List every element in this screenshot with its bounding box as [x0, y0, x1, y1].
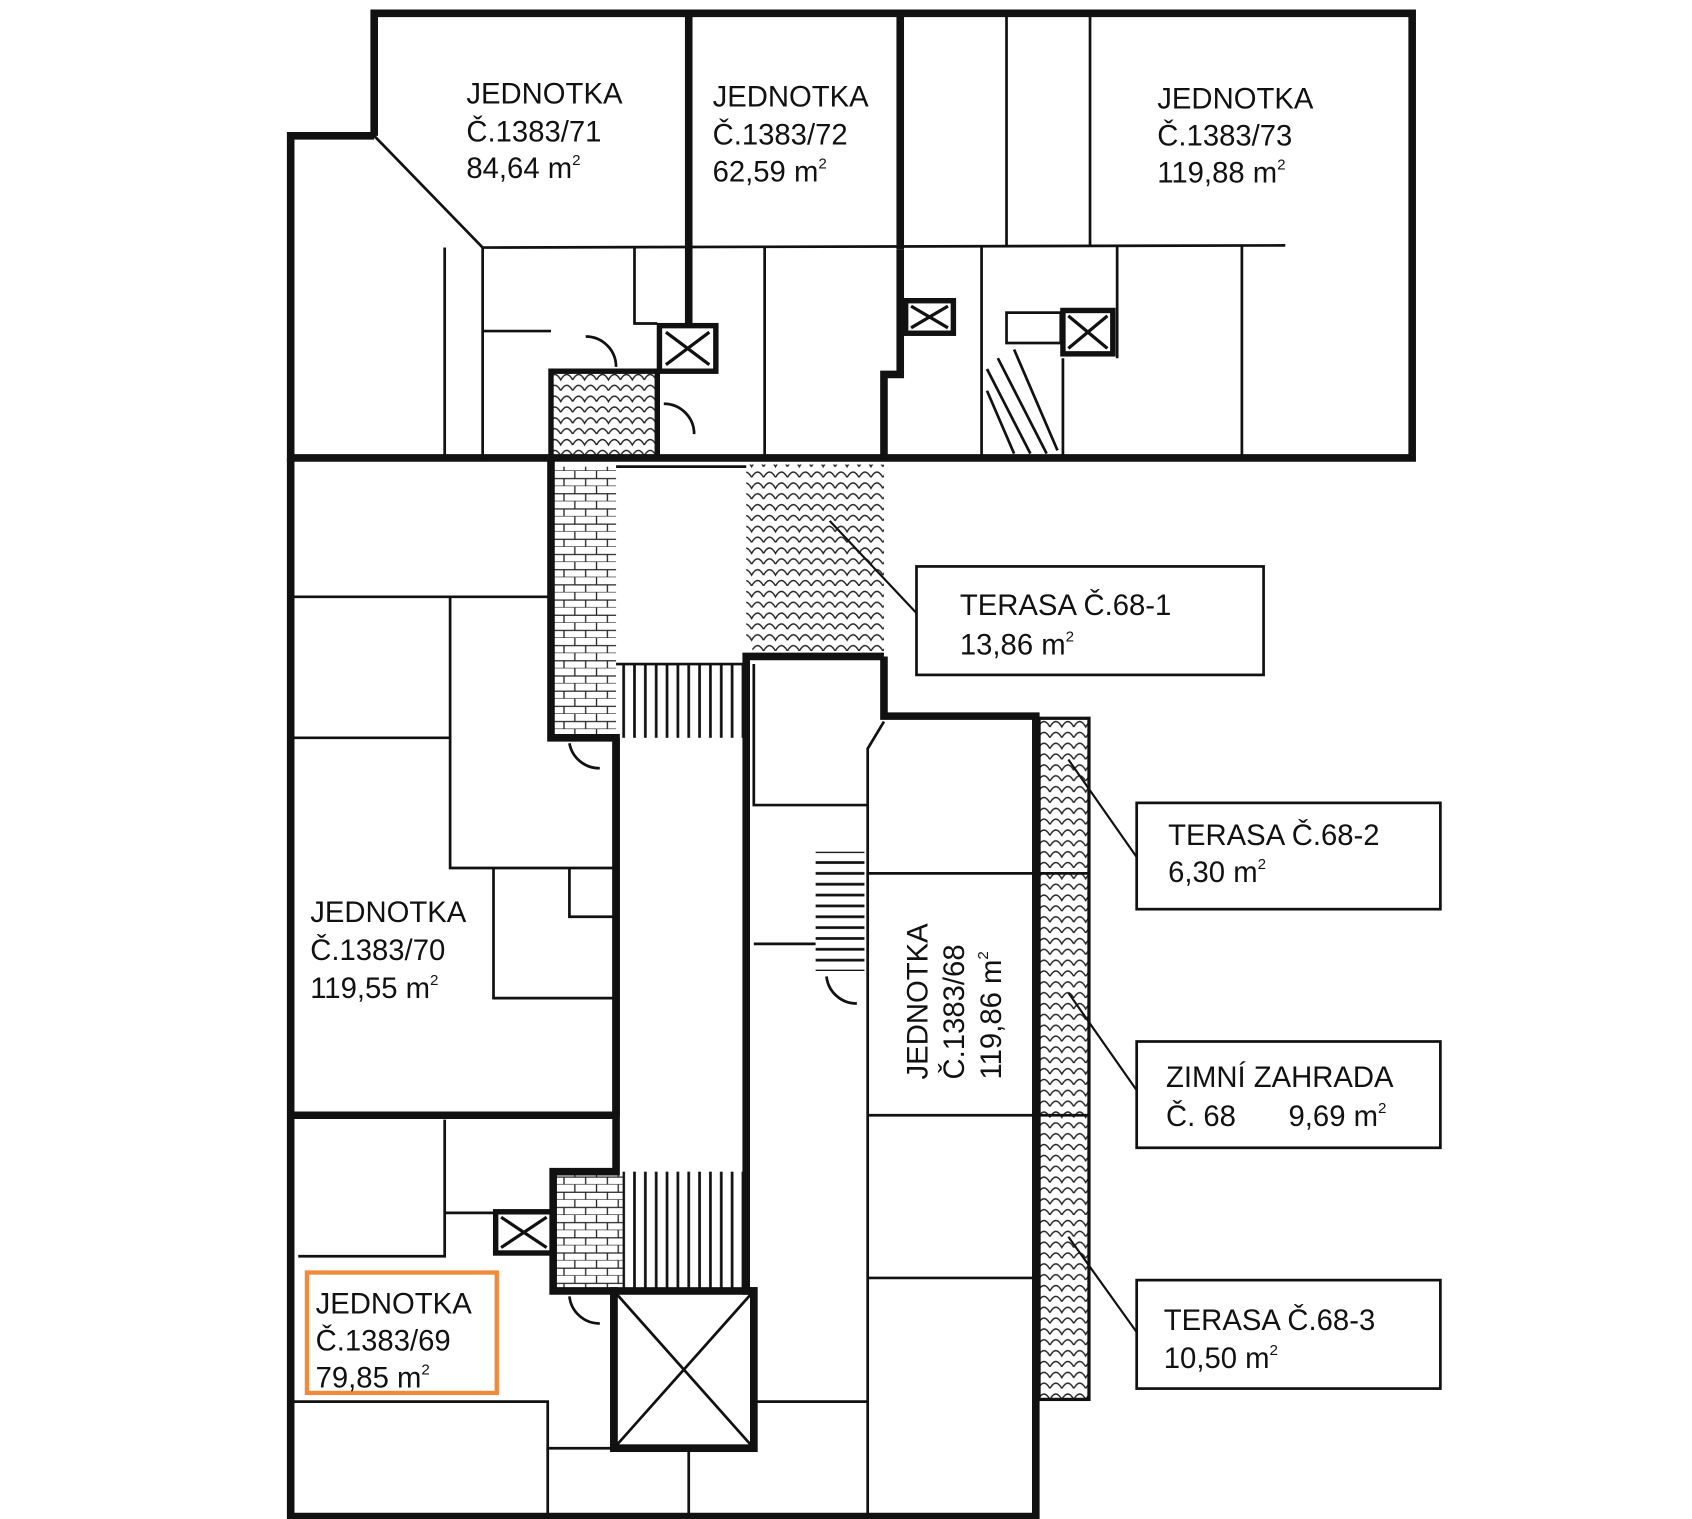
unit-name: JEDNOTKA [713, 81, 870, 114]
unit-label-73: JEDNOTKA Č.1383/73 119,88 m2 [1157, 83, 1314, 190]
unit-area-sup: 2 [430, 972, 438, 989]
unit-label-70: JEDNOTKA Č.1383/70 119,55 m2 [310, 896, 467, 1005]
shaft-icon [492, 1209, 555, 1256]
callout-name: TERASA Č.68-1 [960, 588, 1171, 622]
unit-area: 84,64 m [466, 152, 572, 185]
unit-name: JEDNOTKA [310, 896, 467, 929]
callout-name: ZIMNÍ ZAHRADA [1166, 1061, 1394, 1094]
callout-terasa-68-1: TERASA Č.68-1 13,86 m2 [960, 588, 1171, 661]
unit-number: Č.1383/69 [316, 1324, 451, 1358]
callout-terasa-68-2: TERASA Č.68-2 6,30 m2 [1168, 818, 1379, 889]
unit-name: JEDNOTKA [466, 77, 623, 110]
svg-text:119,88 m2: 119,88 m2 [1157, 156, 1285, 189]
svg-text:13,86 m2: 13,86 m2 [960, 628, 1074, 661]
callout-area-sup: 2 [1270, 1342, 1278, 1359]
callout-name: TERASA Č.68-3 [1164, 1303, 1375, 1337]
unit-label-69: JEDNOTKA Č.1383/69 79,85 m2 [316, 1288, 473, 1395]
callout-number: Č. 68 [1166, 1099, 1236, 1133]
svg-text:9,69 m2: 9,69 m2 [1289, 1100, 1387, 1133]
shaft-icon [656, 322, 719, 374]
svg-text:119,55 m2: 119,55 m2 [310, 972, 438, 1005]
callout-area: 9,69 m [1289, 1100, 1378, 1133]
svg-text:119,86 m2: 119,86 m2 [975, 951, 1008, 1079]
unit-label-72: JEDNOTKA Č.1383/72 62,59 m2 [713, 81, 870, 189]
callout-area: 10,50 m [1164, 1342, 1270, 1375]
unit-area: 79,85 m [316, 1361, 422, 1394]
unit-number: Č.1383/71 [466, 114, 601, 148]
partitions [290, 16, 1286, 1517]
callout-name: TERASA Č.68-2 [1168, 818, 1379, 852]
callout-area-sup: 2 [1066, 628, 1074, 645]
unit-area: 62,59 m [713, 155, 819, 188]
callout-area-sup: 2 [1258, 856, 1266, 873]
callout-area-sup: 2 [1378, 1100, 1386, 1117]
callout-zimni-zahrada: ZIMNÍ ZAHRADA Č. 68 9,69 m2 [1166, 1061, 1394, 1133]
hatched-areas [548, 368, 1091, 1402]
shaft-icons [492, 297, 1116, 1256]
callout-boxes [915, 565, 1442, 1390]
unit-area: 119,86 m [975, 960, 1008, 1080]
svg-text:6,30 m2: 6,30 m2 [1168, 856, 1266, 889]
callout-area: 6,30 m [1168, 856, 1257, 889]
unit-number: Č.1383/68 [937, 944, 971, 1079]
unit-area: 119,55 m [310, 972, 430, 1005]
svg-text:84,64 m2: 84,64 m2 [466, 152, 580, 185]
unit-area-sup: 2 [572, 152, 580, 169]
callout-terasa-68-3: TERASA Č.68-3 10,50 m2 [1164, 1303, 1375, 1375]
shaft-icon [1060, 307, 1116, 357]
callout-area: 13,86 m [960, 628, 1066, 661]
unit-name: JEDNOTKA [316, 1288, 473, 1321]
highlight-box [304, 1270, 499, 1396]
unit-label-71: JEDNOTKA Č.1383/71 84,64 m2 [466, 77, 623, 185]
unit-area: 119,88 m [1157, 156, 1277, 189]
svg-text:79,85 m2: 79,85 m2 [316, 1361, 430, 1394]
svg-text:62,59 m2: 62,59 m2 [713, 155, 827, 188]
unit-area-sup: 2 [818, 155, 826, 172]
unit-name: JEDNOTKA [901, 923, 934, 1080]
unit-number: Č.1383/72 [713, 118, 848, 152]
unit-label-68: JEDNOTKA Č.1383/68 119,86 m2 [901, 923, 1008, 1080]
unit-area-sup: 2 [421, 1361, 429, 1378]
svg-text:10,50 m2: 10,50 m2 [1164, 1342, 1278, 1375]
unit-area-sup: 2 [1277, 156, 1285, 173]
unit-name: JEDNOTKA [1157, 83, 1314, 116]
leader-lines [828, 520, 1138, 1333]
shaft-icon [902, 297, 957, 336]
unit-number: Č.1383/73 [1157, 119, 1292, 153]
unit-number: Č.1383/70 [310, 933, 445, 967]
unit-area-sup: 2 [975, 951, 992, 959]
